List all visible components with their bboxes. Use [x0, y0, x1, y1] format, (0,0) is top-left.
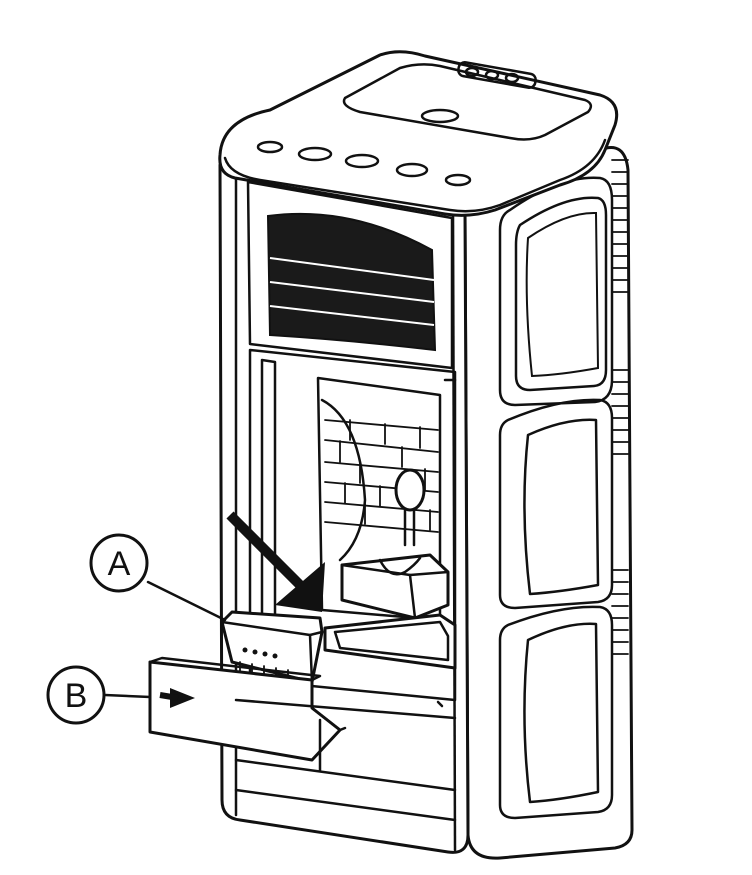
callout-b: B: [46, 665, 106, 725]
control-panel: [420, 61, 537, 124]
callout-b-label: B: [65, 677, 88, 715]
part-a-ash-drawer: [220, 610, 324, 684]
side-vents: [611, 159, 629, 655]
callout-a-label: A: [108, 545, 131, 583]
ash-tray: [323, 613, 457, 670]
burn-pot: [340, 553, 450, 620]
top-vent-holes: [256, 140, 472, 187]
firebrick-wall: [320, 398, 439, 562]
callout-a-leader: [146, 580, 227, 622]
callout-a: A: [89, 533, 149, 593]
part-b-lower-panel: [148, 656, 347, 762]
stove-side-panel: [463, 146, 634, 860]
igniter-port: [394, 468, 426, 512]
removal-arrow: [226, 511, 325, 612]
front-grille-panel: [246, 180, 454, 370]
callout-b-leader: [103, 693, 152, 699]
stove-base: [234, 698, 457, 792]
stove-top: [218, 50, 619, 217]
